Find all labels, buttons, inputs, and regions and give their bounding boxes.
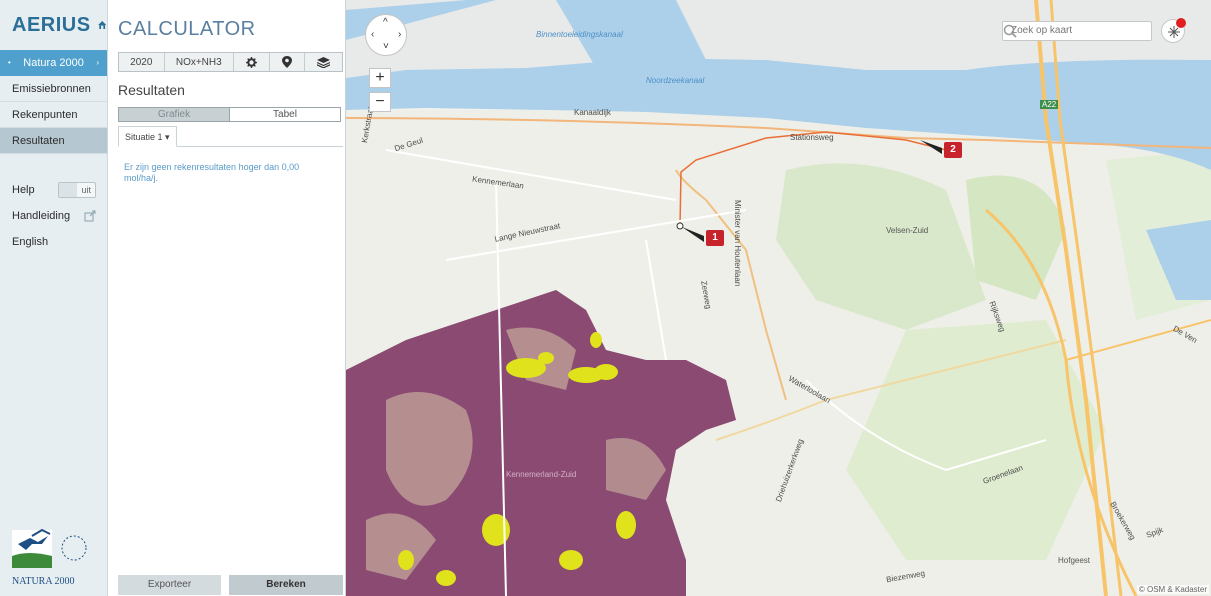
- location-pin-icon: [282, 56, 292, 68]
- pan-control[interactable]: ^ ‹ › ˅: [365, 14, 407, 56]
- nav-item-rekenpunten[interactable]: Rekenpunten: [0, 102, 107, 128]
- map-label-water: Noordzeekanaal: [646, 76, 705, 85]
- map-attribution: © OSM & Kadaster: [1136, 585, 1209, 594]
- map-settings-button[interactable]: [1161, 18, 1186, 43]
- zoom-in-button[interactable]: +: [369, 68, 391, 88]
- pan-left-arrow-icon[interactable]: ‹: [371, 29, 375, 40]
- pan-down-arrow-icon[interactable]: ˅: [383, 41, 389, 52]
- view-table-button[interactable]: Tabel: [229, 108, 340, 121]
- calculation-toolbar: 2020 NOx+NH3: [118, 52, 343, 72]
- logo-text: NATURA 2000: [12, 576, 75, 587]
- calculate-button[interactable]: Bereken: [229, 575, 343, 595]
- aerius-logo: AERIUS: [0, 0, 107, 50]
- source-marker-2[interactable]: 2: [944, 142, 962, 158]
- natura-2000-selector[interactable]: • Natura 2000 ›: [0, 50, 107, 76]
- view-chart-button[interactable]: Grafiek: [119, 108, 229, 121]
- map-label-road: Stationsweg: [790, 133, 834, 142]
- help-toggle[interactable]: uit: [58, 182, 96, 198]
- map-label-natura: Kennemerland-Zuid: [506, 470, 577, 479]
- section-title: Resultaten: [118, 82, 185, 98]
- map-search-input[interactable]: Zoek op kaart: [1002, 21, 1152, 41]
- nav-item-resultaten[interactable]: Resultaten: [0, 128, 107, 154]
- help-row: Help uit: [0, 177, 108, 203]
- road-shield-a22: A22: [1040, 100, 1059, 109]
- house-icon: [97, 20, 106, 30]
- map-label-water: Binnentoeleidingskanaal: [536, 30, 623, 39]
- nav-item-emissiebronnen[interactable]: Emissiebronnen: [0, 76, 107, 102]
- language-label: English: [12, 236, 49, 248]
- map-label-road: Kanaaldijk: [574, 108, 611, 117]
- view-switch: Grafiek Tabel: [118, 107, 341, 122]
- situation-label: Situatie 1: [125, 132, 163, 142]
- gear-icon: [245, 56, 257, 68]
- external-link-icon: [84, 210, 96, 222]
- help-label: Help: [12, 184, 35, 196]
- source-marker-1[interactable]: 1: [706, 230, 724, 246]
- settings-button[interactable]: [233, 53, 270, 71]
- search-placeholder: Zoek op kaart: [1011, 25, 1073, 36]
- layers-button[interactable]: [305, 53, 343, 71]
- map-view[interactable]: Binnentoeleidingskanaal Noordzeekanaal K…: [346, 0, 1211, 596]
- snowflake-icon: [1168, 26, 1180, 38]
- map-label-place: Velsen-Zuid: [886, 226, 929, 235]
- tab-situation-1[interactable]: Situatie 1 ▾: [118, 126, 177, 147]
- manual-link[interactable]: Handleiding: [0, 203, 108, 229]
- chevron-right-icon: ›: [96, 58, 99, 67]
- notification-badge: [1176, 18, 1186, 28]
- main-navigation: AERIUS • Natura 2000 › Emissiebronnen Re…: [0, 0, 108, 596]
- bullet-icon: •: [8, 58, 11, 67]
- natura-label: Natura 2000: [23, 57, 84, 69]
- map-canvas: [346, 0, 1211, 596]
- map-label-road: Minister van Houtenlaan: [733, 200, 742, 287]
- export-button[interactable]: Exporteer: [118, 575, 221, 595]
- toggle-knob: [59, 183, 77, 197]
- search-icon[interactable]: [1003, 24, 1017, 38]
- language-switch[interactable]: English: [0, 229, 108, 255]
- substance-selector[interactable]: NOx+NH3: [164, 53, 234, 71]
- zoom-out-button[interactable]: −: [369, 92, 391, 112]
- caret-down-icon: ▾: [165, 132, 170, 142]
- page-title: CALCULATOR: [118, 18, 256, 40]
- results-message: Er zijn geen rekenresultaten hoger dan 0…: [124, 162, 300, 183]
- natura-2000-logo: NATURA 2000: [8, 522, 100, 590]
- map-label-place: Hofgeest: [1058, 556, 1091, 565]
- tab-divider: [118, 146, 343, 147]
- location-button[interactable]: [269, 53, 306, 71]
- year-selector[interactable]: 2020: [119, 53, 165, 71]
- layers-icon: [317, 56, 331, 68]
- manual-label: Handleiding: [12, 210, 71, 222]
- brand-name: AERIUS: [12, 13, 91, 36]
- pan-up-arrow-icon[interactable]: ^: [383, 17, 388, 28]
- pan-right-arrow-icon[interactable]: ›: [398, 29, 402, 40]
- results-panel: CALCULATOR 2020 NOx+NH3 Resultaten Graf: [108, 0, 346, 596]
- toggle-state: uit: [81, 185, 91, 195]
